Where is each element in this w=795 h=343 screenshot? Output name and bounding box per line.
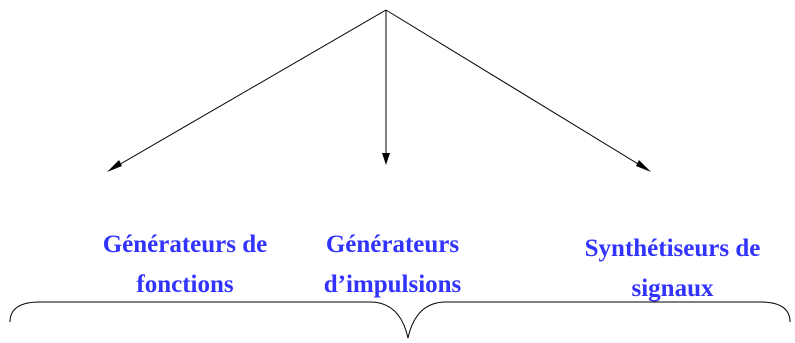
node-label-synthetiseurs-signaux: Synthétiseurs de signaux xyxy=(560,229,785,309)
node-label-generateurs-fonctions: Générateurs de fonctions xyxy=(90,225,280,305)
arrow-line-right xyxy=(385,9,649,171)
arrowhead-left xyxy=(107,160,122,172)
arrowhead-center xyxy=(382,153,390,165)
node-label-line: Générateurs xyxy=(325,231,460,258)
arrow-line-left xyxy=(109,9,387,171)
node-label-line: Synthétiseurs de xyxy=(584,235,761,262)
node-label-generateurs-impulsions: Générateurs d’impulsions xyxy=(290,225,495,305)
arrowhead-right xyxy=(636,160,651,172)
node-label-line: Générateurs de xyxy=(102,231,268,258)
node-label-line: fonctions xyxy=(136,271,234,298)
grouping-brace xyxy=(9,301,791,339)
node-label-line: signaux xyxy=(631,275,714,302)
node-label-line: d’impulsions xyxy=(323,271,462,298)
